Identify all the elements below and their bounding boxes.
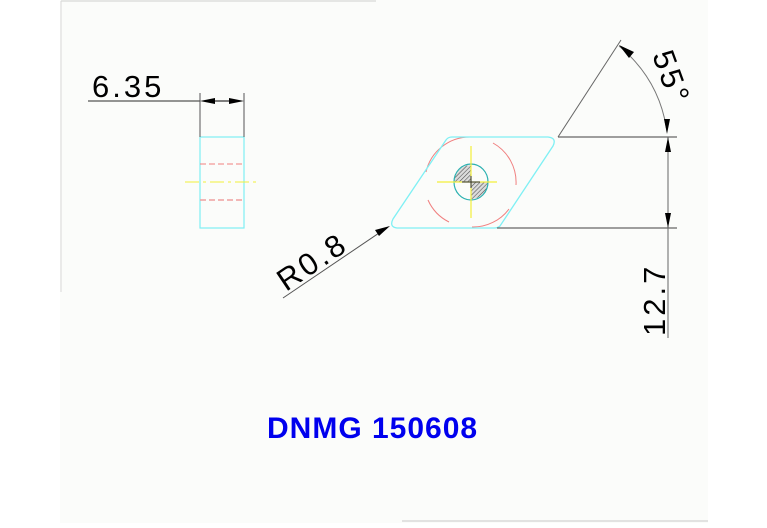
- insert-outline: [391, 136, 555, 229]
- arrow-right-icon: [229, 98, 244, 104]
- hidden-arc-3: [471, 208, 510, 228]
- insert-designation-title: DNMG 150608: [267, 412, 478, 445]
- thickness-label: 6.35: [92, 69, 164, 104]
- radius-arrow-icon: [375, 226, 390, 236]
- inscribed-circle-dimension: 12.7: [497, 136, 677, 338]
- arrow-up-icon: [665, 137, 671, 152]
- inscribed-circle-label: 12.7: [637, 264, 672, 336]
- arrow-left-icon: [200, 98, 215, 104]
- thickness-dimension: 6.35: [88, 69, 245, 137]
- hatch-quadrant-1: [454, 165, 471, 182]
- arrow-angle-end-icon: [664, 119, 670, 134]
- arrow-down-icon: [665, 213, 671, 228]
- radius-leader-line: [282, 228, 386, 299]
- side-view: [185, 136, 258, 229]
- hidden-arc-4: [492, 142, 517, 186]
- angle-extension-line: [557, 39, 622, 138]
- hatch-quadrant-2: [471, 182, 488, 199]
- arrow-angle-start-icon: [619, 45, 634, 58]
- top-view: [391, 136, 555, 229]
- hidden-arc-2: [427, 199, 450, 223]
- paper-background: [60, 0, 708, 523]
